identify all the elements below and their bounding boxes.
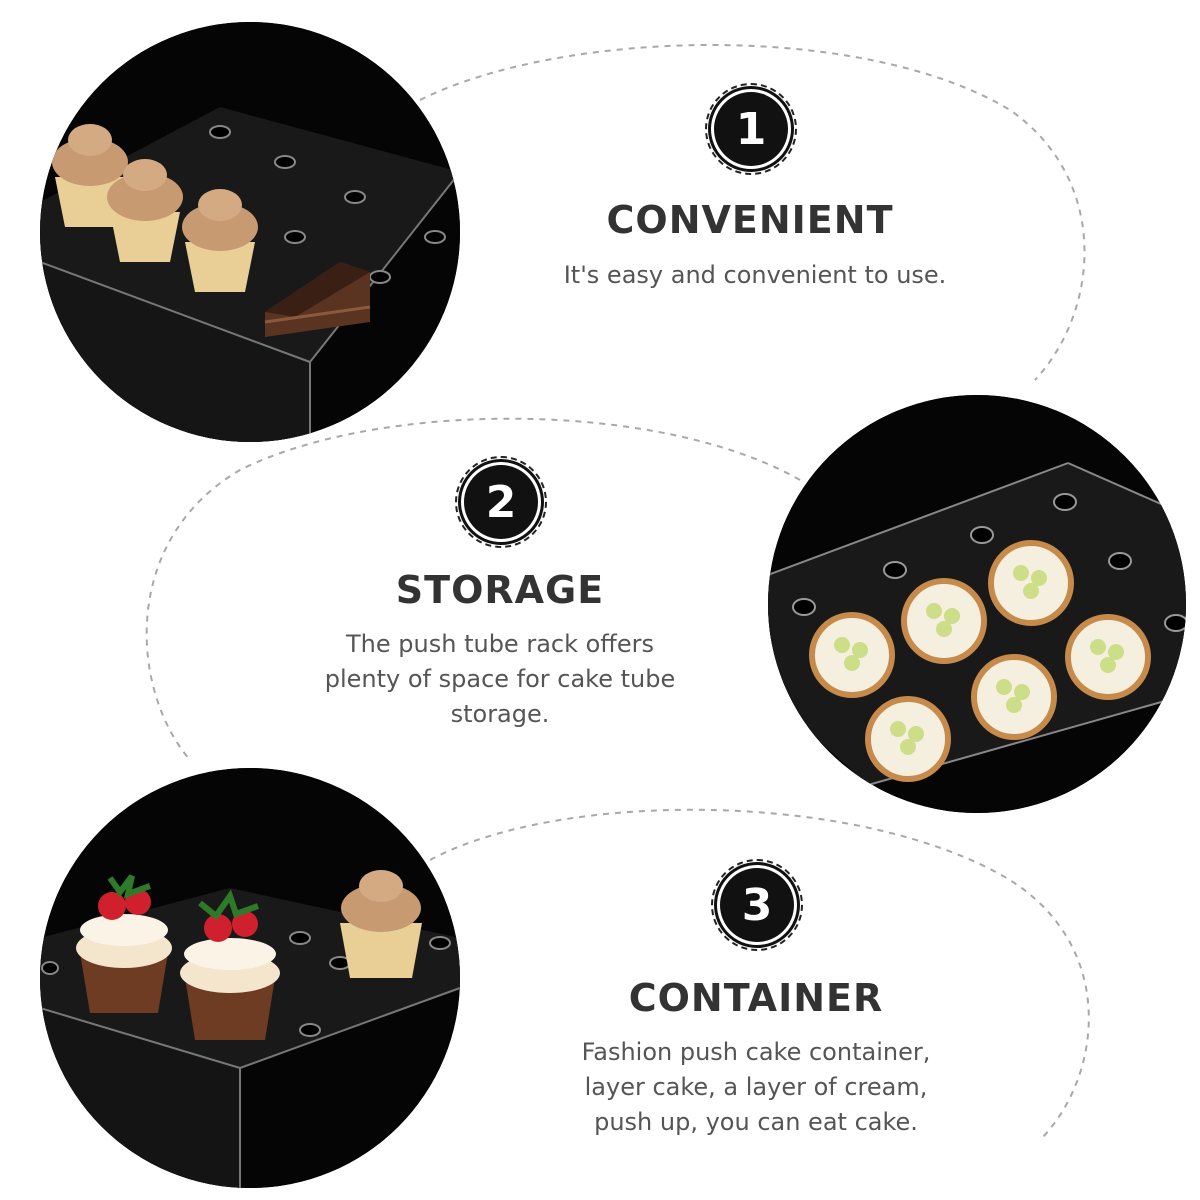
feature-title-storage: STORAGE (395, 568, 605, 612)
description-line: It's easy and convenient to use. (563, 261, 947, 289)
number-badge-3: 3 (711, 859, 803, 951)
description-line: The push tube rack offers (346, 630, 654, 658)
lime-tarts-on-acrylic-rack-image (768, 395, 1186, 813)
number-badge-1: 1 (705, 83, 797, 175)
feature-title-convenient: CONVENIENT (606, 198, 894, 242)
number-badge-2: 2 (455, 456, 547, 548)
description-line: storage. (450, 700, 550, 728)
description-line: push up, you can eat cake. (594, 1108, 918, 1136)
feature-description-convenient: It's easy and convenient to use. (500, 258, 1010, 293)
description-line: layer cake, a layer of cream, (584, 1073, 928, 1101)
description-line: plenty of space for cake tube (324, 665, 676, 693)
cupcakes-on-acrylic-rack-image (40, 22, 460, 442)
feature-title-container: CONTAINER (628, 976, 884, 1020)
description-line: Fashion push cake container, (581, 1038, 931, 1066)
feature-description-container: Fashion push cake container, layer cake,… (516, 1035, 996, 1140)
strawberry-cupcakes-on-acrylic-rack-image (40, 768, 460, 1188)
feature-description-storage: The push tube rack offers plenty of spac… (270, 627, 730, 732)
